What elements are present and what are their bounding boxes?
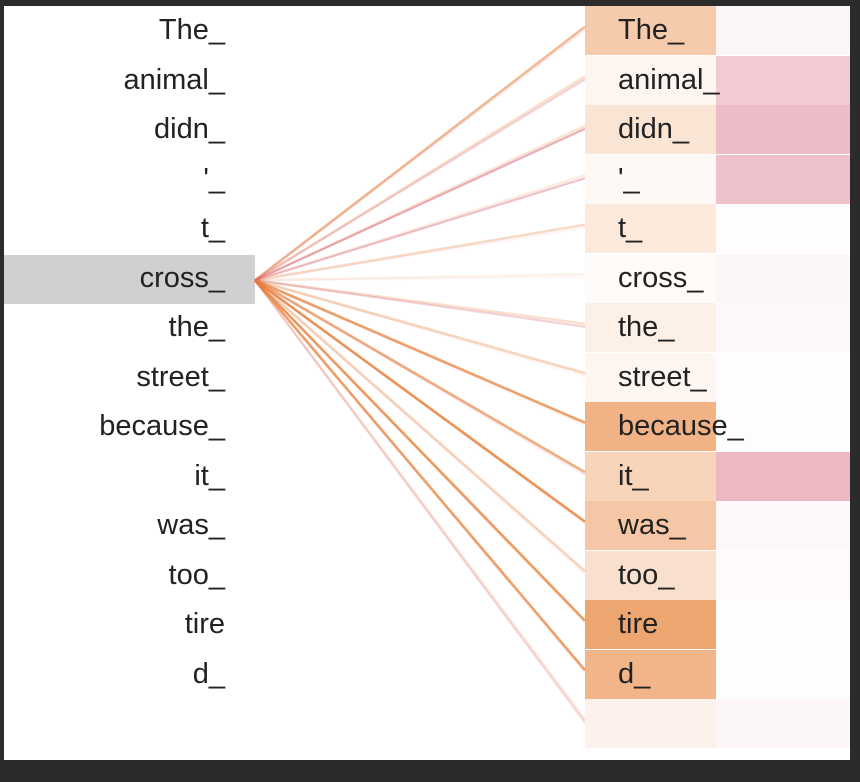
- source-token[interactable]: was_: [157, 509, 225, 541]
- attention-line-head-b: [254, 279, 586, 576]
- attention-line-head-a: [253, 279, 587, 721]
- attention-line-head-a: [254, 279, 586, 474]
- attention-line-head-b: [254, 279, 586, 328]
- attention-line-head-b: [254, 279, 586, 724]
- attention-line-head-a: [254, 75, 586, 282]
- attention-line-head-b: [254, 279, 586, 477]
- source-token[interactable]: the_: [168, 311, 225, 343]
- attention-cell-head-a: [585, 451, 716, 501]
- target-token[interactable]: street_: [618, 360, 707, 393]
- attention-line-head-b: [254, 177, 586, 282]
- target-token[interactable]: tire: [618, 608, 659, 640]
- attention-cell-head-b: [716, 105, 850, 154]
- attention-line-head-a: [254, 223, 586, 282]
- attention-line-head-a: [254, 174, 586, 282]
- attention-cell-head-b: [716, 451, 850, 501]
- target-token[interactable]: The_: [618, 14, 685, 46]
- attention-cell-head-b: [716, 154, 850, 204]
- attention-line-head-b: [254, 226, 586, 282]
- attention-line-head-b: [254, 279, 586, 378]
- target-token[interactable]: cross_: [618, 261, 704, 294]
- attention-cell-head-a: [585, 550, 716, 600]
- attention-line-head-a: [254, 279, 586, 622]
- attention-cell-head-b: [716, 253, 850, 303]
- attention-line-head-b: [254, 279, 586, 526]
- source-token[interactable]: cross_: [139, 261, 225, 294]
- attention-cell-head-a: [585, 649, 716, 699]
- attention-cell-head-a: [585, 600, 716, 649]
- attention-line-head-b: [254, 28, 586, 282]
- attention-line-head-a: [254, 279, 586, 523]
- attention-line-head-a: [254, 279, 586, 672]
- source-token[interactable]: The_: [158, 14, 225, 46]
- attention-cell-head-b: [716, 501, 850, 550]
- attention-cell-head-a: [585, 6, 716, 55]
- target-token[interactable]: because_: [618, 410, 744, 442]
- source-token[interactable]: d_: [192, 657, 225, 690]
- attention-lines: [253, 25, 587, 724]
- attention-cell-head-a: [585, 402, 716, 451]
- attention-cell-head-a: [585, 699, 716, 748]
- attention-line-head-a: [254, 279, 586, 424]
- attention-cell-head-b: [716, 55, 850, 105]
- attention-line-head-b: [254, 127, 586, 282]
- source-token[interactable]: didn_: [154, 113, 225, 145]
- source-token[interactable]: t_: [200, 212, 225, 244]
- attention-cell-head-a: [585, 501, 716, 550]
- attention-cell-head-a: [585, 352, 716, 402]
- attention-cell-head-b: [716, 6, 850, 55]
- attention-cell-head-a: [585, 303, 716, 352]
- attention-line-head-b: [254, 279, 586, 625]
- target-token[interactable]: animal_: [618, 63, 720, 96]
- attention-cell-head-a: [585, 204, 716, 253]
- attention-cell-head-b: [716, 699, 850, 748]
- target-token[interactable]: didn_: [618, 113, 689, 145]
- attention-line-head-a: [254, 272, 586, 282]
- source-token[interactable]: animal_: [123, 63, 225, 96]
- source-token[interactable]: too_: [168, 558, 225, 591]
- target-token[interactable]: t_: [618, 212, 643, 244]
- target-token[interactable]: too_: [618, 558, 675, 591]
- attention-panel: The_ animal_ didn_ '_ t_ cross_ the_ street_bec…: [4, 6, 850, 760]
- attention-line-head-b: [254, 78, 586, 282]
- source-token[interactable]: it_: [194, 459, 225, 492]
- attention-cell-head-a: [585, 55, 716, 105]
- source-token[interactable]: '_: [203, 162, 225, 195]
- target-token[interactable]: was_: [618, 509, 686, 541]
- attention-cell-head-a: [585, 105, 716, 154]
- source-token[interactable]: because_: [99, 410, 225, 442]
- attention-cell-head-a: [585, 154, 716, 204]
- attention-line-head-a: [254, 278, 586, 326]
- target-token[interactable]: the_: [618, 311, 675, 343]
- target-token[interactable]: '_: [618, 162, 640, 195]
- target-token[interactable]: it_: [618, 459, 649, 492]
- source-token[interactable]: street_: [136, 360, 225, 393]
- attention-line-head-a: [254, 25, 586, 282]
- attention-cell-head-b: [716, 303, 850, 352]
- attention-line-head-b: [254, 279, 586, 674]
- attention-line-head-b: [254, 279, 586, 427]
- attention-line-head-a: [254, 279, 586, 573]
- source-token[interactable]: tire: [184, 608, 225, 640]
- attention-line-head-a: [254, 278, 586, 375]
- target-token[interactable]: d_: [618, 657, 651, 690]
- attention-line-head-a: [254, 124, 586, 282]
- attention-line-head-b: [254, 276, 586, 282]
- selected-source-highlight: [4, 255, 255, 304]
